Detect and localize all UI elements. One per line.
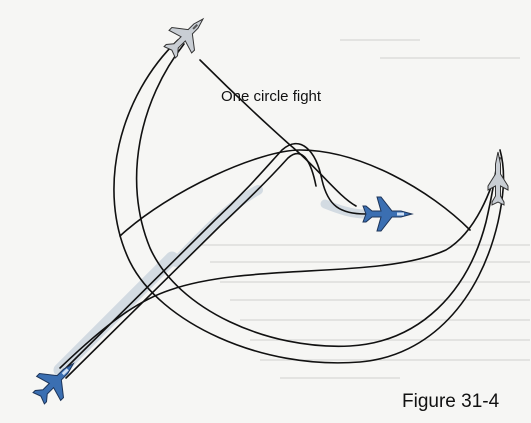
flight-path-top-fighter-inner [135,43,499,348]
fighter-jet-icon-top [163,17,205,59]
contrail-bottom-left-upper [171,185,263,267]
flight-path-bottom-fighter-upper [61,143,367,373]
contrail-center [320,199,371,219]
background-show-through [200,39,530,379]
flight-path-right-fighter-return [199,59,357,207]
fighter-jet-icon-center [362,196,414,232]
flight-path-cross-arc [119,149,471,237]
flight-path-bottom-fighter-sweep [59,157,501,369]
fighter-jet-icon-bottom-left [32,362,75,405]
flight-path-bottom-fighter-lower [65,152,317,379]
flight-paths [59,39,505,379]
flight-path-top-fighter-outer [113,39,505,364]
diagram-title: One circle fight [221,88,322,105]
fighter-jet-icon-right [487,151,509,206]
figure-caption: Figure 31-4 [402,391,500,412]
